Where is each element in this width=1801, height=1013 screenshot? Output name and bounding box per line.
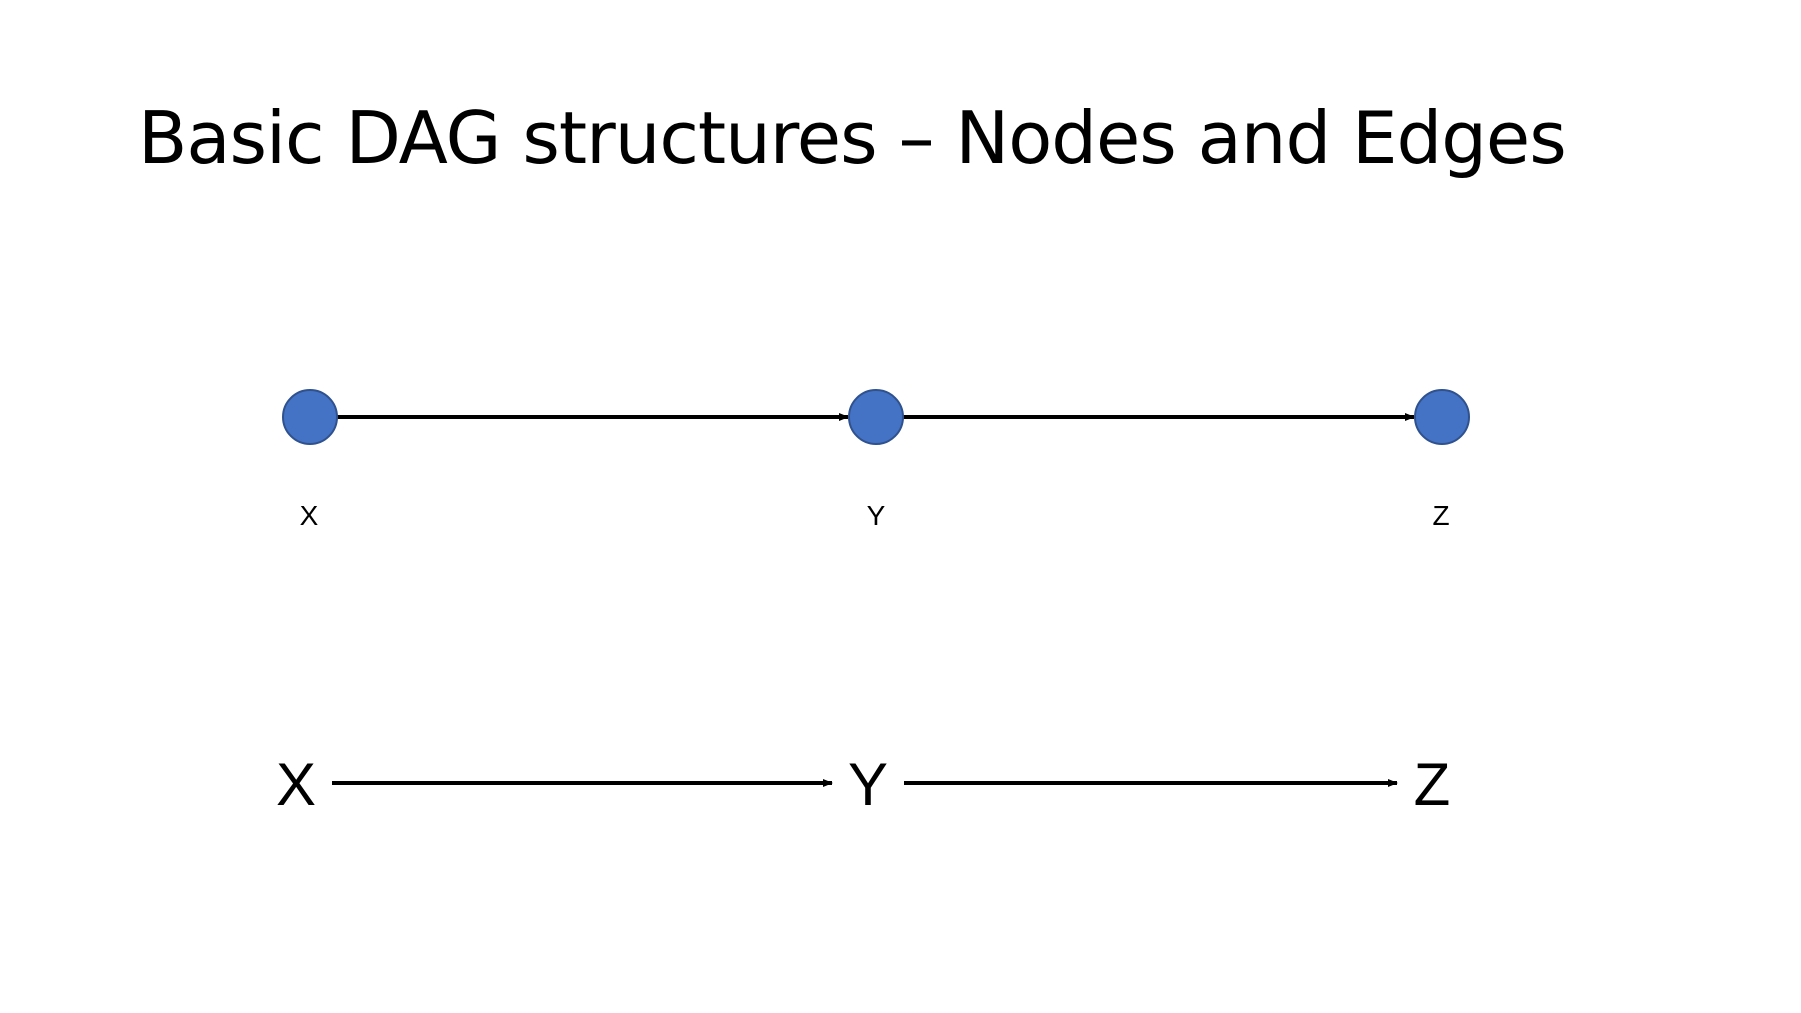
bottom-node-z: Z [1414,751,1451,818]
top-diagram: X Y Z [282,389,1470,531]
top-node-z [1414,389,1470,445]
slide-title: Basic DAG structures – Nodes and Edges [138,96,1567,180]
top-node-x-label: X [300,500,319,531]
bottom-diagram: X Y Z [276,751,1450,818]
bottom-node-x: X [276,751,316,818]
top-node-z-label: Z [1432,500,1449,531]
top-node-y [848,389,904,445]
top-node-x [282,389,338,445]
bottom-node-y: Y [848,751,888,818]
top-node-y-label: Y [867,500,886,531]
